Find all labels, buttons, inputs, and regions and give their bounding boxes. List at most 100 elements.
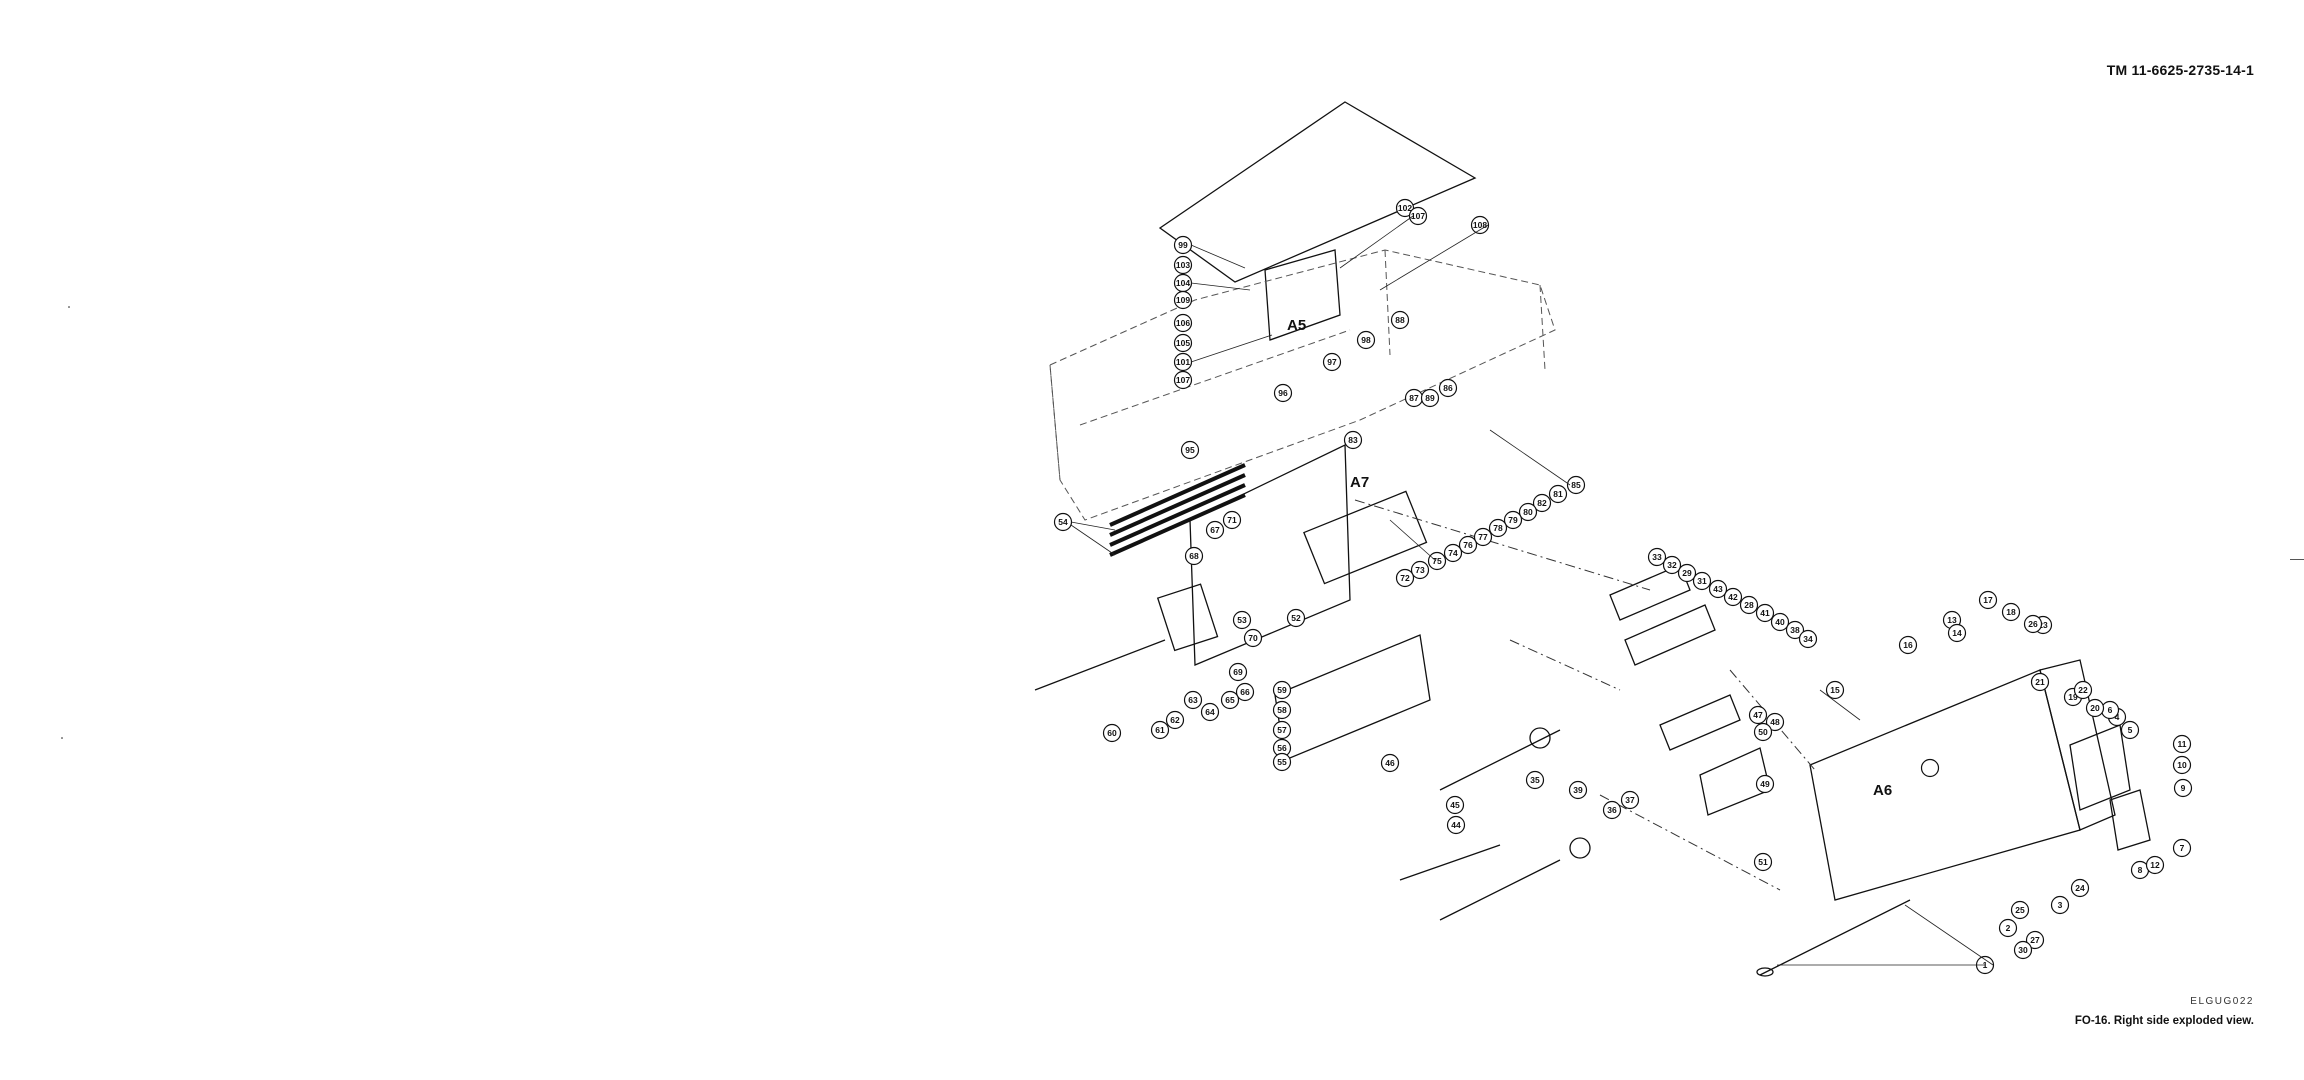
svg-text:11: 11	[2178, 739, 2187, 749]
callout-balloon: 66	[1235, 682, 1255, 702]
callout-balloon: 79	[1503, 510, 1523, 530]
svg-text:95: 95	[1185, 445, 1195, 455]
callout-balloon: 10	[2172, 755, 2192, 775]
svg-text:31: 31	[1697, 576, 1707, 586]
svg-text:42: 42	[1728, 592, 1738, 602]
assembly-label-a7: A7	[1350, 474, 1369, 491]
callout-balloon: 70	[1243, 628, 1263, 648]
svg-text:79: 79	[1508, 515, 1518, 525]
callout-balloon: 42	[1723, 587, 1743, 607]
callout-balloon: 58	[1272, 700, 1292, 720]
callout-balloon: 2	[1998, 918, 2018, 938]
svg-text:75: 75	[1432, 556, 1442, 566]
svg-text:47: 47	[1753, 710, 1763, 720]
callout-balloon: 95	[1180, 440, 1200, 460]
svg-text:107: 107	[1176, 375, 1190, 385]
callout-balloon: 22	[2073, 680, 2093, 700]
svg-text:53: 53	[1237, 615, 1247, 625]
callout-balloon: 80	[1518, 502, 1538, 522]
callout-balloon: 83	[1343, 430, 1363, 450]
callout-balloon: 99	[1173, 235, 1193, 255]
svg-text:56: 56	[1277, 743, 1287, 753]
svg-text:80: 80	[1523, 507, 1533, 517]
callout-balloon: 28	[1739, 595, 1759, 615]
svg-text:48: 48	[1770, 717, 1780, 727]
svg-text:2: 2	[2006, 923, 2011, 933]
callout-balloon: 29	[1677, 563, 1697, 583]
svg-text:57: 57	[1277, 725, 1287, 735]
svg-text:55: 55	[1277, 757, 1287, 767]
svg-text:18: 18	[2006, 607, 2016, 617]
svg-text:10: 10	[2177, 760, 2187, 770]
callout-balloon: 102	[1395, 198, 1415, 218]
svg-text:9: 9	[2181, 783, 2186, 793]
callout-balloon: 27	[2025, 930, 2045, 950]
callout-balloon: 75	[1427, 551, 1447, 571]
svg-text:70: 70	[1248, 633, 1258, 643]
svg-text:23: 23	[2038, 620, 2048, 630]
figure-caption: FO-16. Right side exploded view.	[2074, 1015, 2254, 1027]
svg-text:87: 87	[1409, 393, 1419, 403]
svg-text:63: 63	[1188, 695, 1198, 705]
scan-speck	[61, 737, 63, 739]
svg-text:89: 89	[1425, 393, 1435, 403]
callout-balloon: 71	[1222, 510, 1242, 530]
callout-balloon: 109	[1173, 290, 1193, 310]
callout-balloon: 96	[1273, 383, 1293, 403]
svg-text:59: 59	[1277, 685, 1287, 695]
svg-text:21: 21	[2035, 677, 2045, 687]
callout-balloon: 11	[2172, 734, 2192, 754]
callout-balloon: 45	[1445, 795, 1465, 815]
callout-balloon: 97	[1322, 352, 1342, 372]
svg-text:44: 44	[1451, 820, 1461, 830]
callout-balloon: 57	[1272, 720, 1292, 740]
callout-balloon: 87	[1404, 388, 1424, 408]
callout-balloon: 17	[1978, 590, 1998, 610]
svg-text:24: 24	[2075, 883, 2085, 893]
svg-text:104: 104	[1176, 278, 1190, 288]
callout-balloon: 86	[1438, 378, 1458, 398]
svg-text:86: 86	[1443, 383, 1453, 393]
svg-text:38: 38	[1790, 625, 1800, 635]
svg-text:45: 45	[1450, 800, 1460, 810]
svg-text:40: 40	[1775, 617, 1785, 627]
svg-text:97: 97	[1327, 357, 1337, 367]
callout-balloon: 78	[1488, 518, 1508, 538]
callout-balloon: 76	[1458, 535, 1478, 555]
document-number: TM 11-6625-2735-14-1	[2106, 62, 2254, 78]
svg-text:30: 30	[2018, 945, 2028, 955]
callout-balloon: 108	[1470, 215, 1490, 235]
svg-text:83: 83	[1348, 435, 1358, 445]
svg-text:5: 5	[2128, 725, 2133, 735]
callout-balloon: 106	[1173, 313, 1193, 333]
callout-balloon: 89	[1420, 388, 1440, 408]
svg-text:88: 88	[1395, 315, 1405, 325]
svg-text:17: 17	[1983, 595, 1993, 605]
callout-balloon: 47	[1748, 705, 1768, 725]
svg-text:50: 50	[1758, 727, 1768, 737]
callout-balloon: 5	[2120, 720, 2140, 740]
svg-text:62: 62	[1170, 715, 1180, 725]
callout-balloon: 85	[1566, 475, 1586, 495]
callout-balloon: 36	[1602, 800, 1622, 820]
callout-balloon: 20	[2085, 698, 2105, 718]
callout-balloon: 46	[1380, 753, 1400, 773]
svg-text:58: 58	[1277, 705, 1287, 715]
callout-balloon: 51	[1753, 852, 1773, 872]
svg-text:52: 52	[1291, 613, 1301, 623]
callout-balloon: 12	[2145, 855, 2165, 875]
callout-balloon: 61	[1150, 720, 1170, 740]
callout-balloon: 88	[1390, 310, 1410, 330]
svg-text:25: 25	[2015, 905, 2025, 915]
svg-text:36: 36	[1607, 805, 1617, 815]
svg-text:29: 29	[1682, 568, 1692, 578]
svg-text:8: 8	[2138, 865, 2143, 875]
svg-text:64: 64	[1205, 707, 1215, 717]
edge-tick-mark	[2290, 559, 2304, 560]
callout-balloon: 9	[2173, 778, 2193, 798]
callout-balloon: 65	[1220, 690, 1240, 710]
svg-text:101: 101	[1176, 357, 1190, 367]
svg-text:49: 49	[1760, 779, 1770, 789]
callout-balloon: 32	[1662, 555, 1682, 575]
callout-balloon: 72	[1395, 568, 1415, 588]
